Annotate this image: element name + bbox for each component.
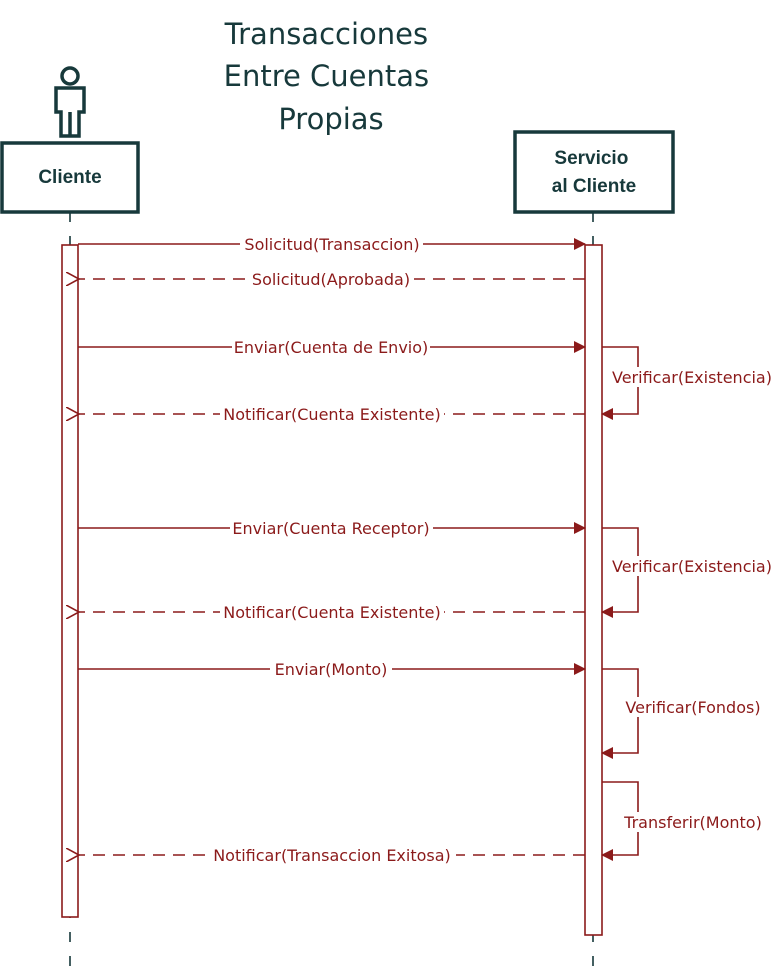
- message-label: Enviar(Cuenta Receptor): [232, 519, 429, 538]
- message-enviar-cuenta-receptor: Enviar(Cuenta Receptor): [78, 518, 586, 538]
- message-label: Verificar(Existencia): [612, 368, 772, 387]
- message-enviar-cuenta-de-envio: Enviar(Cuenta de Envio): [78, 337, 586, 357]
- activation-bar-cliente: [61, 244, 79, 918]
- message-label: Transferir(Monto): [623, 813, 762, 832]
- message-enviar-monto: Enviar(Monto): [78, 659, 586, 679]
- message-label: Verificar(Existencia): [612, 557, 772, 576]
- self-message-transferir-monto: Transferir(Monto): [601, 781, 768, 861]
- actor-label-line: Servicio: [554, 148, 628, 169]
- message-label: Notificar(Cuenta Existente): [223, 405, 440, 424]
- message-solicitud-transaccion: Solicitud(Transaccion): [78, 234, 586, 254]
- message-solicitud-aprobada: Solicitud(Aprobada): [79, 269, 585, 289]
- self-message-verificar-existencia: Verificar(Existencia): [601, 527, 776, 618]
- actor-cliente: Cliente: [0, 141, 140, 214]
- title-line: Entre Cuentas: [224, 59, 430, 93]
- activation-bar-servicio: [584, 244, 603, 936]
- message-label: Notificar(Transaccion Exitosa): [213, 846, 451, 865]
- title-line: Propias: [278, 102, 383, 136]
- person-icon: [54, 66, 86, 138]
- self-message-verificar-existencia: Verificar(Existencia): [601, 346, 776, 420]
- message-label: Notificar(Cuenta Existente): [223, 603, 440, 622]
- actor-label-line: al Cliente: [552, 176, 636, 197]
- self-message-verificar-fondos: Verificar(Fondos): [601, 668, 766, 759]
- actor-servicio-al-cliente: Servicio al Cliente: [513, 130, 675, 214]
- diagram-title: Transacciones Entre Cuentas Propias: [224, 17, 439, 136]
- title-line: Transacciones: [224, 17, 428, 51]
- message-label: Solicitud(Aprobada): [252, 270, 410, 289]
- message-label: Enviar(Monto): [275, 660, 388, 679]
- message-notificar-cuenta-existente: Notificar(Cuenta Existente): [79, 602, 585, 622]
- message-notificar-cuenta-existente: Notificar(Cuenta Existente): [79, 404, 585, 424]
- message-label: Verificar(Fondos): [625, 698, 760, 717]
- actor-label: Cliente: [38, 167, 101, 188]
- message-notificar-transaccion-exitosa: Notificar(Transaccion Exitosa): [79, 845, 585, 865]
- message-label: Enviar(Cuenta de Envio): [234, 338, 429, 357]
- actor-label: Servicio al Cliente: [552, 148, 636, 197]
- message-label: Solicitud(Transaccion): [244, 235, 419, 254]
